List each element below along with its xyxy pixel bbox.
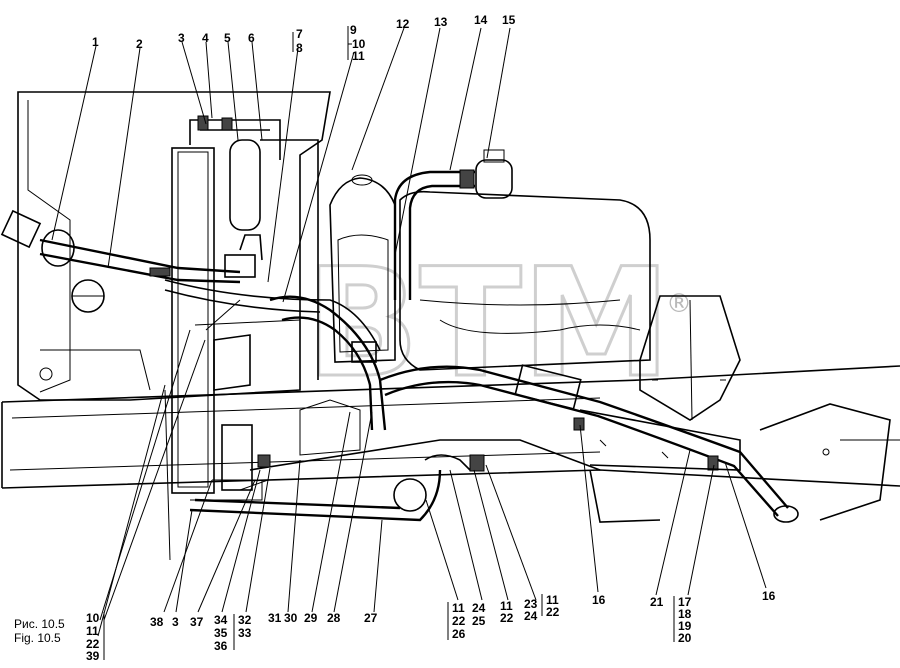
callout-11-left: 11 <box>86 624 99 638</box>
callout-6: 6 <box>248 31 255 45</box>
caption-en: Fig. 10.5 <box>14 631 61 645</box>
callout-27: 27 <box>364 611 378 625</box>
cross-member-bracket <box>639 295 741 421</box>
callout-20: 20 <box>678 631 692 645</box>
left-hose <box>0 209 263 284</box>
callout-3: 3 <box>178 31 185 45</box>
callout-18: 18 <box>678 607 692 621</box>
callout-17: 17 <box>678 595 692 609</box>
callout-25: 25 <box>472 614 486 628</box>
lower-long-hose <box>379 364 799 523</box>
main-tank <box>393 149 651 371</box>
callout-31: 31 <box>268 611 282 625</box>
callout-37: 37 <box>190 615 204 629</box>
radiator-column <box>171 115 319 501</box>
callout-14: 14 <box>474 13 488 27</box>
cab-panel <box>17 91 331 401</box>
callout-39-left: 39 <box>86 649 100 663</box>
callout-7: 7 <box>296 27 303 41</box>
callout-28: 28 <box>327 611 341 625</box>
callout-11a: 11 <box>452 601 465 615</box>
callout-32: 32 <box>238 613 252 627</box>
callout-24a: 24 <box>472 601 486 615</box>
callout-11b: 11 <box>500 599 513 613</box>
callout-22-left: 22 <box>86 637 100 651</box>
callout-24b: 24 <box>524 609 538 623</box>
callout-4: 4 <box>202 31 209 45</box>
watermark: BTM <box>305 237 671 411</box>
caption-block: Рис. 10.5 Fig. 10.5 10 11 22 39 <box>14 611 105 663</box>
callout-12: 12 <box>396 17 410 31</box>
callouts-bottom: 38 3 37 34 35 36 32 33 31 30 29 28 27 11… <box>150 589 776 653</box>
bottom-pipe-assembly <box>189 439 661 523</box>
callout-30: 30 <box>284 611 298 625</box>
callout-29: 29 <box>304 611 318 625</box>
callout-19: 19 <box>678 619 692 633</box>
callout-21: 21 <box>650 595 664 609</box>
bracket-9-11 <box>347 26 352 60</box>
callout-1: 1 <box>92 35 99 49</box>
callout-11: 11 <box>352 49 365 63</box>
callout-3b: 3 <box>172 615 179 629</box>
callout-15: 15 <box>502 13 516 27</box>
callout-13: 13 <box>434 15 448 29</box>
callout-23: 23 <box>524 597 538 611</box>
callout-10-left: 10 <box>86 611 100 625</box>
callout-34: 34 <box>214 613 228 627</box>
callout-38: 38 <box>150 615 164 629</box>
callout-10: 10 <box>352 37 366 51</box>
callouts-top: 1 2 3 4 5 6 7 8 9 10 11 12 13 14 15 <box>92 13 516 63</box>
callout-8: 8 <box>296 41 303 55</box>
middle-hose <box>164 279 387 456</box>
callout-2: 2 <box>136 37 143 51</box>
callout-9: 9 <box>350 23 357 37</box>
callout-16a: 16 <box>592 593 606 607</box>
callout-22b: 22 <box>500 611 514 625</box>
callout-36: 36 <box>214 639 228 653</box>
callout-26: 26 <box>452 627 466 641</box>
callout-22c: 22 <box>546 605 560 619</box>
callout-22a: 22 <box>452 614 466 628</box>
leader-lines <box>51 27 767 637</box>
callout-11c: 11 <box>546 593 559 607</box>
caption-ru: Рис. 10.5 <box>14 617 65 631</box>
callout-5: 5 <box>224 31 231 45</box>
watermark-registered-mark: ® <box>666 289 692 319</box>
callout-35: 35 <box>214 626 228 640</box>
callout-16b: 16 <box>762 589 776 603</box>
callout-33: 33 <box>238 626 252 640</box>
thin-connectors <box>99 299 241 621</box>
